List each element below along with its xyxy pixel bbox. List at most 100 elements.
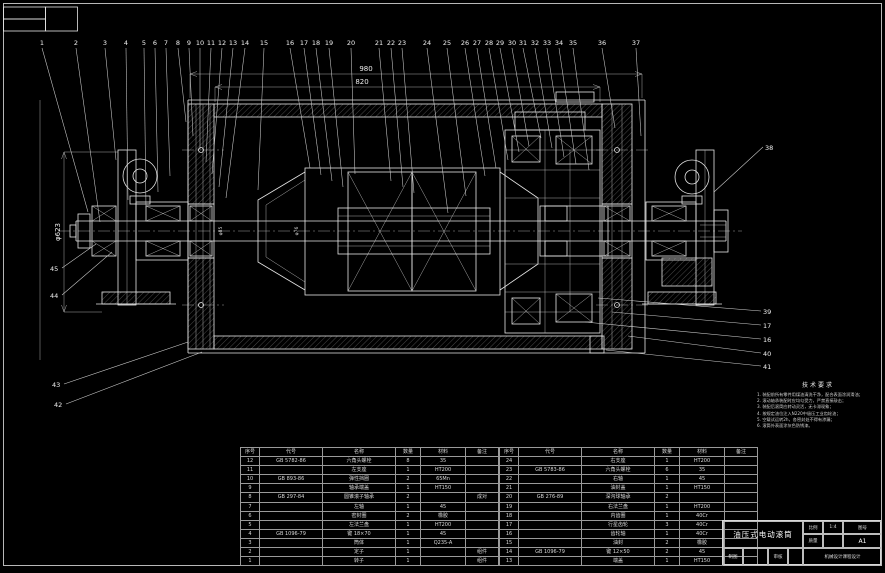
bom-cell: 1	[395, 537, 421, 549]
bom-cell: GB 1096-79	[259, 528, 323, 539]
callout-number: 17	[763, 322, 771, 330]
bom-cell: 键 12×50	[581, 547, 655, 558]
bom-cell	[724, 501, 758, 512]
bom-cell: 40Cr	[679, 528, 725, 539]
callout-number: 1	[40, 39, 44, 47]
bom-cell: 成对	[465, 492, 499, 503]
bom-cell: 右支座	[581, 456, 655, 467]
bom-header-cell: 数量	[395, 446, 421, 458]
title-block: 油压式电动滚筒 比例 1:4 质量 图号 A1 制图 审核 机械设计课程设计	[722, 520, 882, 566]
right-bracket	[642, 149, 729, 306]
bom-cell: 35	[420, 456, 466, 467]
organization: 机械设计课程设计	[803, 548, 882, 566]
bom-cell: 40Cr	[679, 510, 725, 521]
bom-cell: 油封盖	[581, 483, 655, 494]
technical-note-item: 4. 按规定油位注入N220中极压工业齿轮油；	[757, 410, 841, 416]
bom-cell: 齿轮轴	[581, 528, 655, 539]
bom-cell: HT200	[679, 501, 725, 512]
bom-cell: 右法兰盘	[581, 501, 655, 512]
drafter-label: 制图	[723, 548, 743, 566]
bom-cell: 2	[395, 492, 421, 503]
callout-number: 7	[164, 39, 168, 47]
bom-cell: 组件	[465, 547, 499, 558]
bom-cell	[420, 547, 466, 558]
callout-number: 6	[153, 39, 157, 47]
bom-cell: 1	[654, 474, 680, 485]
bom-cell	[724, 483, 758, 494]
bom-cell: 13	[499, 556, 519, 567]
bom-cell: 行星齿轮	[581, 519, 655, 530]
bom-cell: 1	[395, 528, 421, 539]
callout-number: 30	[508, 39, 516, 47]
callout-number: 2	[74, 39, 78, 47]
bom-cell: Q235-A	[420, 537, 466, 549]
bom-cell: 19	[499, 501, 519, 512]
callout-number: 17	[300, 39, 308, 47]
bom-cell: 12	[240, 456, 260, 467]
right-end-disc	[601, 103, 633, 350]
bom-cell: 1	[395, 465, 421, 476]
bom-cell: 6	[240, 510, 260, 521]
bom-header-cell: 名称	[322, 446, 396, 458]
bom-cell	[518, 556, 582, 567]
bom-header-cell: 数量	[654, 446, 680, 458]
mass-label: 质量	[803, 534, 823, 548]
bom-header-cell: 代号	[518, 446, 582, 458]
bom-cell: 1	[654, 456, 680, 467]
technical-note-item: 6. 滚筒外表面涂灰色防锈漆。	[757, 423, 813, 429]
bom-cell: 左法兰盘	[322, 519, 396, 530]
callout-number: 26	[461, 39, 469, 47]
bom-cell: 5	[240, 519, 260, 530]
bom-cell: 3	[654, 519, 680, 530]
callout-number: 35	[569, 39, 577, 47]
callout-number: 13	[229, 39, 237, 47]
callout-number: 11	[207, 39, 215, 47]
bom-cell	[679, 492, 725, 503]
bom-cell: 8	[395, 456, 421, 467]
bom-cell: 2	[395, 474, 421, 485]
bom-cell: 15	[499, 537, 519, 549]
technical-note-item: 3. 装配后滚筒应转动灵活，无卡滞现象；	[757, 404, 834, 410]
callout-number: 28	[485, 39, 493, 47]
bom-cell	[259, 519, 323, 530]
bom-cell: 弹性挡圈	[322, 474, 396, 485]
bom-cell: 10	[240, 474, 260, 485]
callout-number: 22	[387, 39, 395, 47]
bom-cell: 8	[240, 492, 260, 503]
bom-cell	[465, 474, 499, 485]
bom-cell	[518, 510, 582, 521]
bom-cell: 深沟球轴承	[581, 492, 655, 503]
motor	[257, 167, 539, 296]
callout-number: 34	[555, 39, 563, 47]
bom-header-cell: 备注	[724, 446, 758, 458]
bom-cell	[259, 483, 323, 494]
bom-cell: 1	[240, 556, 260, 567]
technical-note-item: 1. 装配前所有零件用煤油清洗干净，配合表面涂润滑油；	[757, 392, 863, 397]
bom-cell: 定子	[322, 547, 396, 558]
callout-number: 19	[325, 39, 333, 47]
drawing-no-value: A1	[843, 534, 882, 548]
bom-cell	[724, 456, 758, 467]
callout-number: 42	[54, 401, 62, 409]
bom-cell: 六角头螺栓	[322, 456, 396, 467]
bom-cell	[420, 556, 466, 567]
technical-notes-list: 1. 装配前所有零件用煤油清洗干净，配合表面涂润滑油；2. 滚动轴承装配时应均匀…	[757, 392, 879, 429]
callout-number: 33	[543, 39, 551, 47]
bom-cell	[420, 492, 466, 503]
bom-cell	[518, 519, 582, 530]
callout-number: 36	[598, 39, 606, 47]
bom-cell: HT150	[420, 483, 466, 494]
bom-cell: 11	[240, 465, 260, 476]
scale-label: 比例	[803, 521, 823, 534]
bom-cell: 45	[679, 474, 725, 485]
bom-cell: 六角头螺栓	[581, 465, 655, 476]
bom-cell: 2	[240, 547, 260, 558]
bom-cell	[724, 510, 758, 521]
callout-number: 41	[763, 363, 771, 371]
bom-cell	[465, 537, 499, 549]
bom-cell: HT150	[679, 556, 725, 567]
bom-cell: 橡胶	[679, 537, 725, 549]
